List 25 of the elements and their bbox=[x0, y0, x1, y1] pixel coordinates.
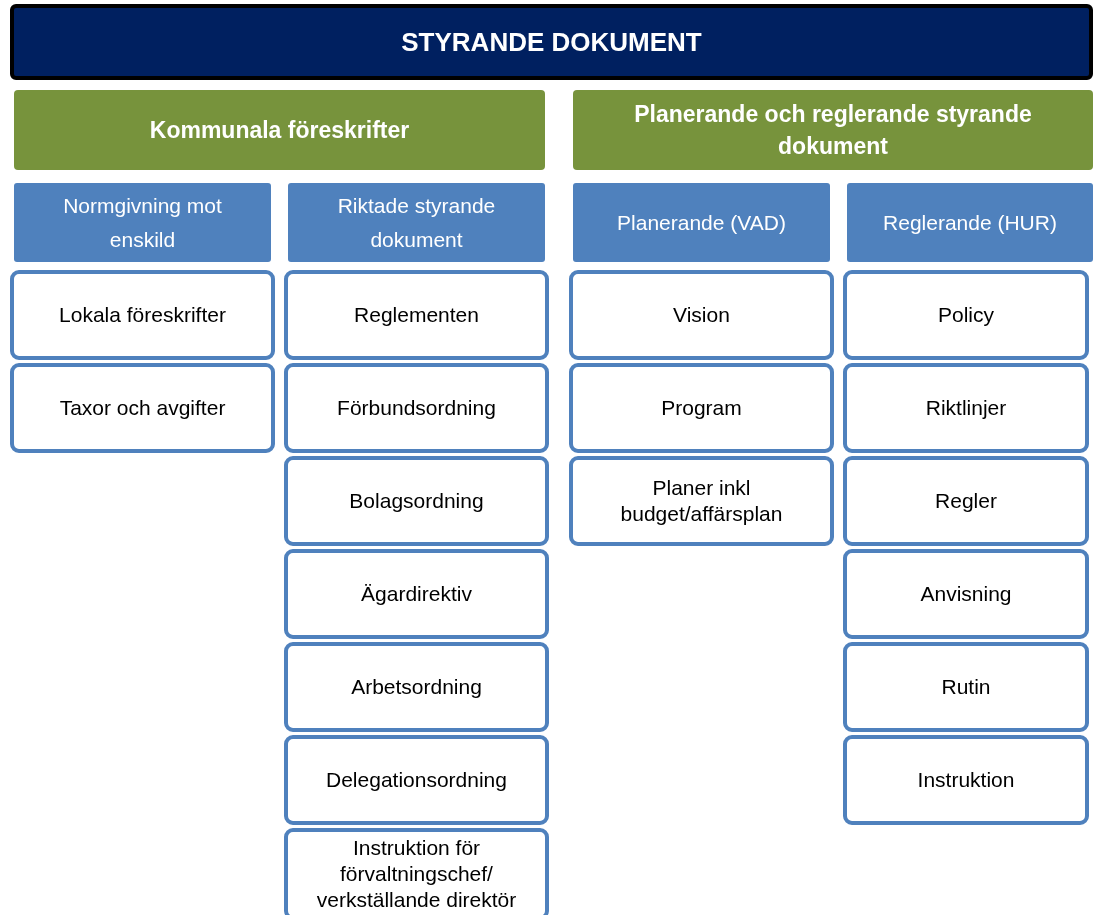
subcategory-box: Reglerande (HUR) bbox=[847, 183, 1093, 262]
subcategory-box: Riktade styrande dokument bbox=[288, 183, 545, 262]
category-box: Kommunala föreskrifter bbox=[14, 90, 545, 170]
document-box: Vision bbox=[569, 270, 834, 360]
document-box: Bolagsordning bbox=[284, 456, 549, 546]
document-box: Riktlinjer bbox=[843, 363, 1089, 453]
document-box: Taxor och avgifter bbox=[10, 363, 275, 453]
category-box: Planerande och reglerande styrande dokument bbox=[573, 90, 1093, 170]
document-box: Policy bbox=[843, 270, 1089, 360]
document-box: Regler bbox=[843, 456, 1089, 546]
document-box: Anvisning bbox=[843, 549, 1089, 639]
document-box: Delegationsordning bbox=[284, 735, 549, 825]
document-box: Arbetsordning bbox=[284, 642, 549, 732]
document-box: Instruktion för förvaltningschef/ verkställande direktör bbox=[284, 828, 549, 915]
document-box: Rutin bbox=[843, 642, 1089, 732]
document-box: Reglementen bbox=[284, 270, 549, 360]
document-box: Ägardirektiv bbox=[284, 549, 549, 639]
document-box: Instruktion bbox=[843, 735, 1089, 825]
document-box: Förbundsordning bbox=[284, 363, 549, 453]
subcategory-box: Planerande (VAD) bbox=[573, 183, 830, 262]
document-box: Lokala föreskrifter bbox=[10, 270, 275, 360]
document-box: Program bbox=[569, 363, 834, 453]
subcategory-box: Normgivning mot enskild bbox=[14, 183, 271, 262]
header-banner: STYRANDE DOKUMENT bbox=[10, 4, 1093, 80]
document-box: Planer inkl budget/affärsplan bbox=[569, 456, 834, 546]
